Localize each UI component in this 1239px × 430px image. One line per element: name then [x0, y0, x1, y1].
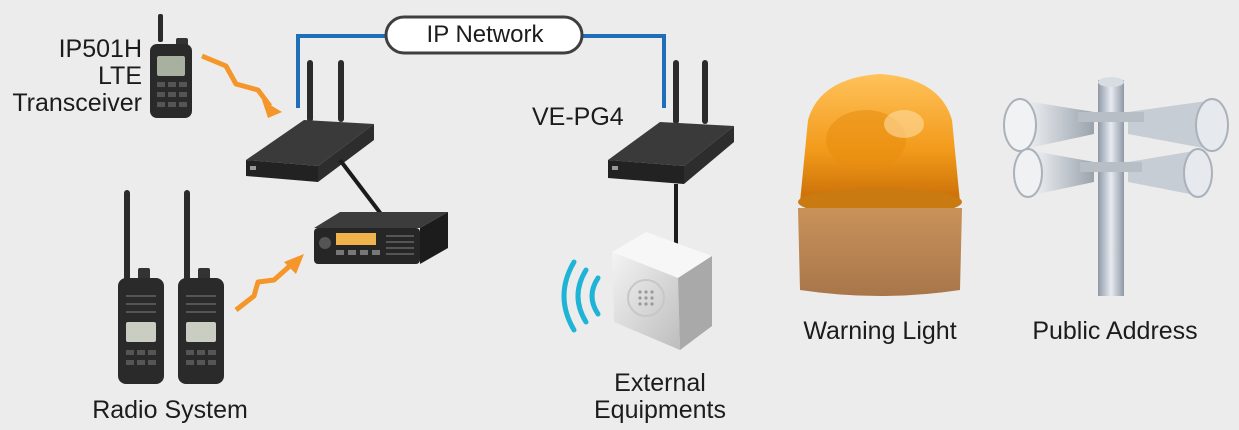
- external-equipments-label: External Equipments: [570, 370, 750, 424]
- external-label-line: External: [614, 369, 706, 397]
- ip-network-pill: [384, 15, 584, 55]
- radio-handheld-2: [178, 190, 224, 384]
- link-gateway-to-radio: [338, 158, 386, 220]
- antenna-icon: [673, 60, 679, 124]
- ip-network-label: IP Network: [426, 21, 544, 48]
- transceiver-label-line: LTE: [98, 62, 142, 90]
- external-label-line: Equipments: [593, 396, 727, 424]
- ip-network-link: [296, 15, 666, 108]
- transceiver-label-line: IP501H: [58, 35, 142, 63]
- warning-light-label: Warning Light: [803, 317, 957, 345]
- gateway-right: [608, 60, 734, 184]
- antenna-icon: [338, 60, 344, 122]
- external-speaker: [612, 232, 712, 350]
- gateway-right-label: VE-PG4: [532, 103, 624, 131]
- public-address-label: Public Address: [1032, 317, 1198, 345]
- transceiver-label-line: Transceiver: [12, 89, 142, 117]
- signal-arrow-icon: [201, 53, 282, 118]
- transceiver-label: IP501H LTE Transceiver: [0, 36, 142, 117]
- radio-system-label: Radio System: [92, 396, 248, 424]
- mobile-radio-unit: [314, 212, 448, 264]
- sound-wave-icon: [561, 259, 601, 333]
- gateway-left: [246, 60, 374, 182]
- antenna-icon: [702, 60, 708, 124]
- ip501h-transceiver: [150, 14, 192, 118]
- antenna-icon: [307, 60, 313, 122]
- public-address-speakers: [1003, 77, 1229, 296]
- signal-arrow-icon: [234, 254, 304, 312]
- warning-light: [798, 74, 962, 296]
- radio-handheld-1: [118, 190, 164, 384]
